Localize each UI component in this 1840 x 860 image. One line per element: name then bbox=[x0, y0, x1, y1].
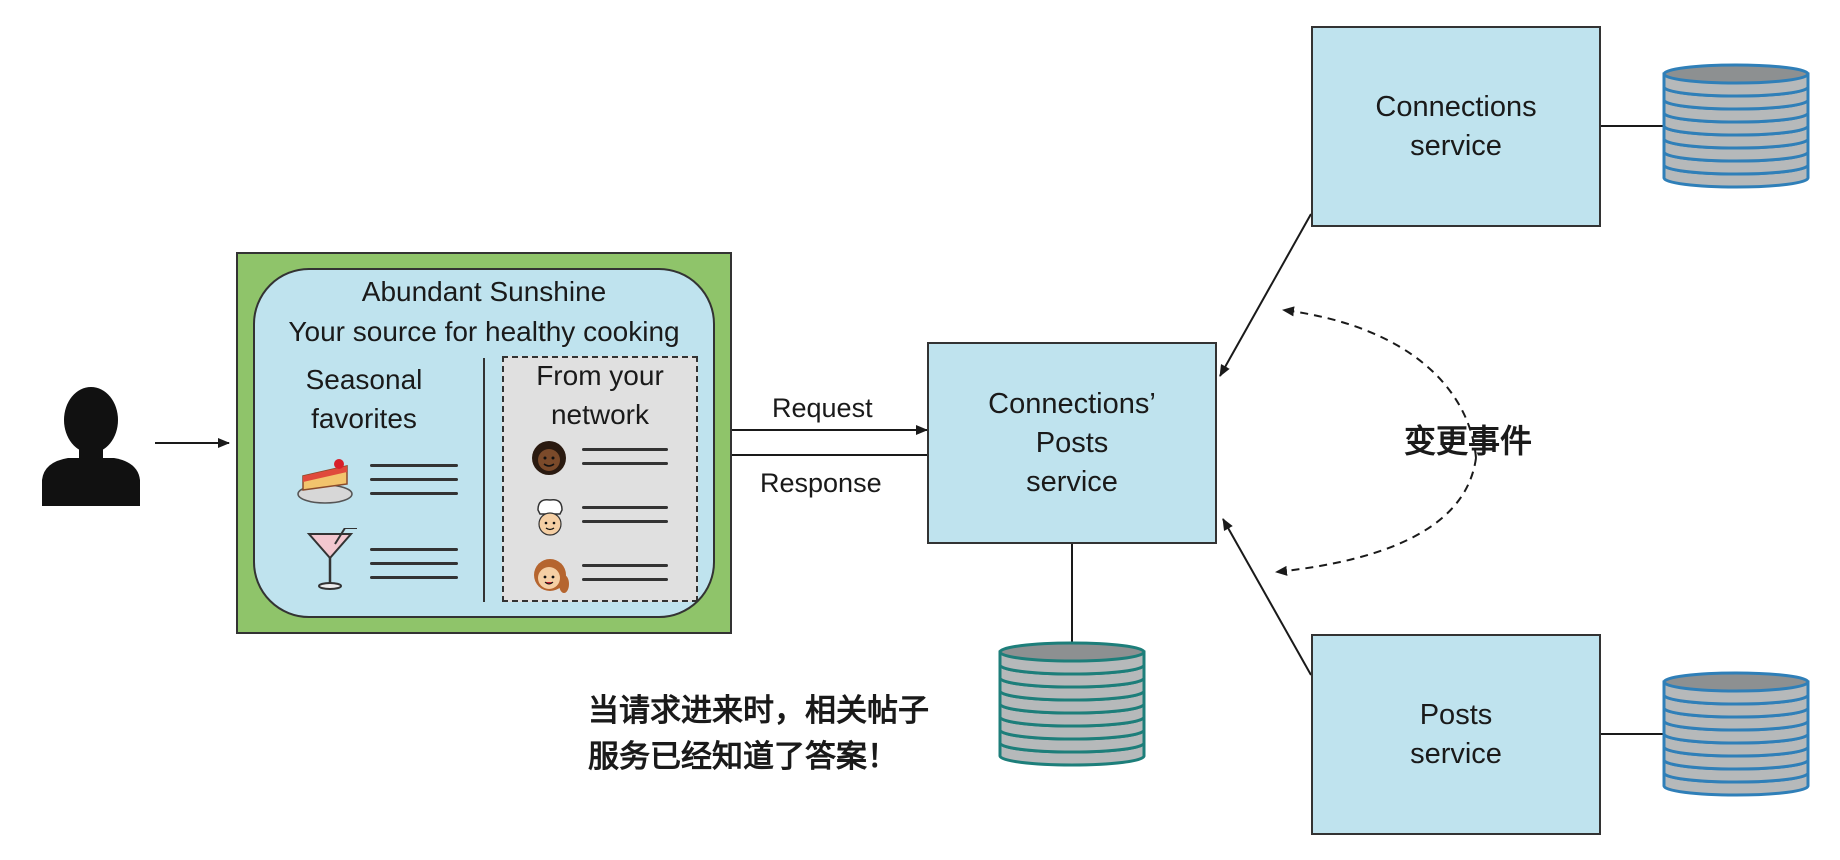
change-events-arrow-top bbox=[1282, 306, 1477, 459]
response-label: Response bbox=[760, 468, 882, 498]
posts-to-cps-arrow bbox=[1222, 518, 1312, 676]
request-label: Request bbox=[772, 393, 873, 423]
network-heading: From your network bbox=[536, 360, 664, 430]
posts-line1: Posts bbox=[1419, 698, 1493, 731]
network-panel: From your network bbox=[502, 356, 698, 602]
app-frame: Abundant Sunshine Your source for health… bbox=[236, 252, 732, 634]
cps-line2: Posts bbox=[1035, 426, 1109, 459]
connections-service-box: Connections service bbox=[1311, 26, 1601, 227]
chef-hat-avatar-icon bbox=[537, 498, 563, 536]
change-events-arrow-bottom bbox=[1275, 457, 1477, 576]
favorite-text-line bbox=[370, 478, 458, 481]
app-screen: Abundant Sunshine Your source for health… bbox=[253, 268, 715, 618]
connections-line2: service bbox=[1410, 129, 1502, 162]
network-text-line bbox=[582, 520, 668, 523]
cake-slice-icon bbox=[297, 459, 353, 504]
database-icon bbox=[1662, 63, 1810, 189]
favorite-text-line bbox=[370, 576, 458, 579]
note-text: 当请求进来时，相关帖子 服务已经知道了答案！ bbox=[588, 693, 929, 775]
posts-line2: service bbox=[1410, 737, 1502, 770]
network-text-line bbox=[582, 564, 668, 567]
change-events-label: 变更事件 bbox=[1404, 422, 1533, 460]
favorite-text-line bbox=[370, 548, 458, 551]
connections-line1: Connections bbox=[1375, 90, 1537, 123]
database-icon bbox=[998, 641, 1146, 767]
database-icon bbox=[1662, 671, 1810, 797]
posts-service-box: Posts service bbox=[1311, 634, 1601, 835]
avatar-curly-hair-icon bbox=[532, 441, 566, 475]
user-silhouette-icon bbox=[42, 387, 140, 506]
cps-line1: Connections’ bbox=[988, 387, 1156, 420]
cocktail-glass-icon bbox=[306, 528, 357, 590]
connections-posts-service-box: Connections’ Posts service bbox=[927, 342, 1217, 544]
network-text-line bbox=[582, 462, 668, 465]
favorite-text-line bbox=[370, 464, 458, 467]
favorite-text-line bbox=[370, 562, 458, 565]
avatar-ponytail-icon bbox=[534, 559, 569, 593]
favorite-text-line bbox=[370, 492, 458, 495]
app-title: Abundant Sunshine bbox=[361, 276, 607, 307]
network-text-line bbox=[582, 448, 668, 451]
connections-to-cps-arrow bbox=[1219, 213, 1312, 377]
cps-line3: service bbox=[1026, 465, 1118, 498]
column-divider bbox=[483, 358, 485, 602]
network-text-line bbox=[582, 506, 668, 509]
app-subtitle: Your source for healthy cooking bbox=[288, 316, 680, 347]
network-text-line bbox=[582, 578, 668, 581]
seasonal-favorites-heading: Seasonal favorites bbox=[305, 364, 423, 434]
